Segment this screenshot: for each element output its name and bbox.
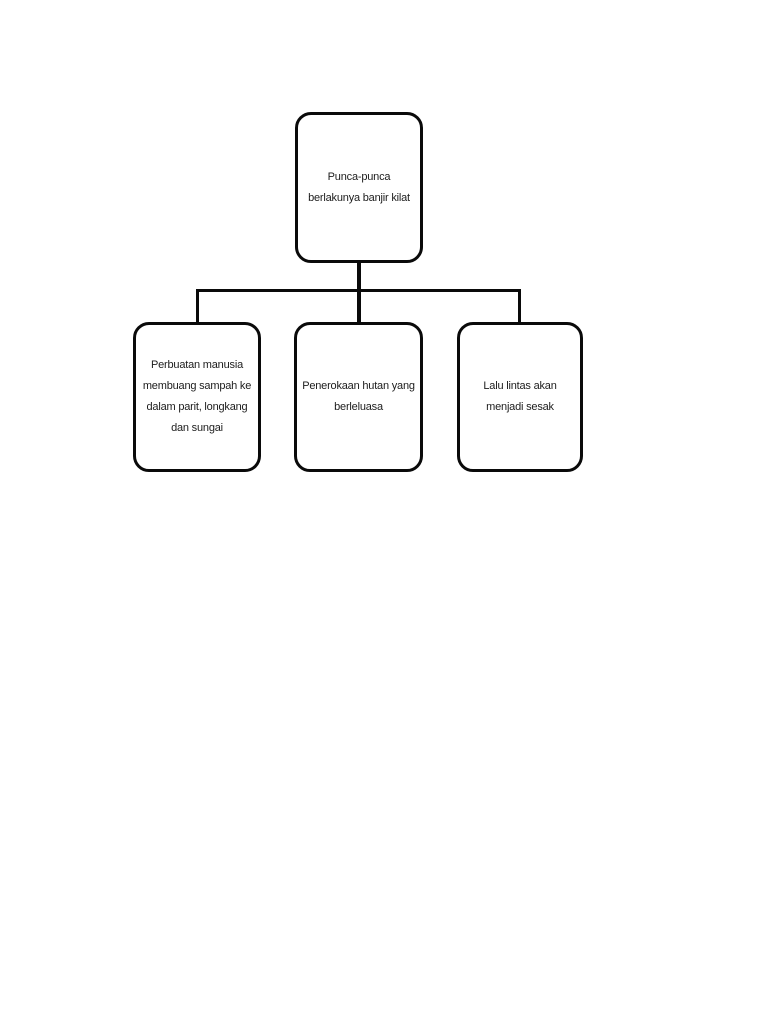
diagram-node-root: Punca-punca berlakunya banjir kilat — [295, 112, 423, 263]
diagram-node-root-label: Punca-punca berlakunya banjir kilat — [308, 170, 410, 204]
diagram-node-child-1: Perbuatan manusia membuang sampah ke dal… — [133, 322, 261, 472]
diagram-node-child-3: Lalu lintas akan menjadi sesak — [457, 322, 583, 472]
connector-drop-right — [518, 289, 521, 324]
connector-drop-left — [196, 289, 199, 324]
connector-root-stem — [357, 261, 361, 292]
diagram-node-child-2-label: Penerokaan hutan yang berleluasa — [302, 380, 415, 413]
diagram-node-child-1-label: Perbuatan manusia membuang sampah ke dal… — [142, 359, 252, 434]
diagram-node-child-2: Penerokaan hutan yang berleluasa — [294, 322, 423, 472]
connector-drop-middle — [357, 289, 361, 324]
diagram-node-child-3-label: Lalu lintas akan menjadi sesak — [483, 380, 557, 413]
